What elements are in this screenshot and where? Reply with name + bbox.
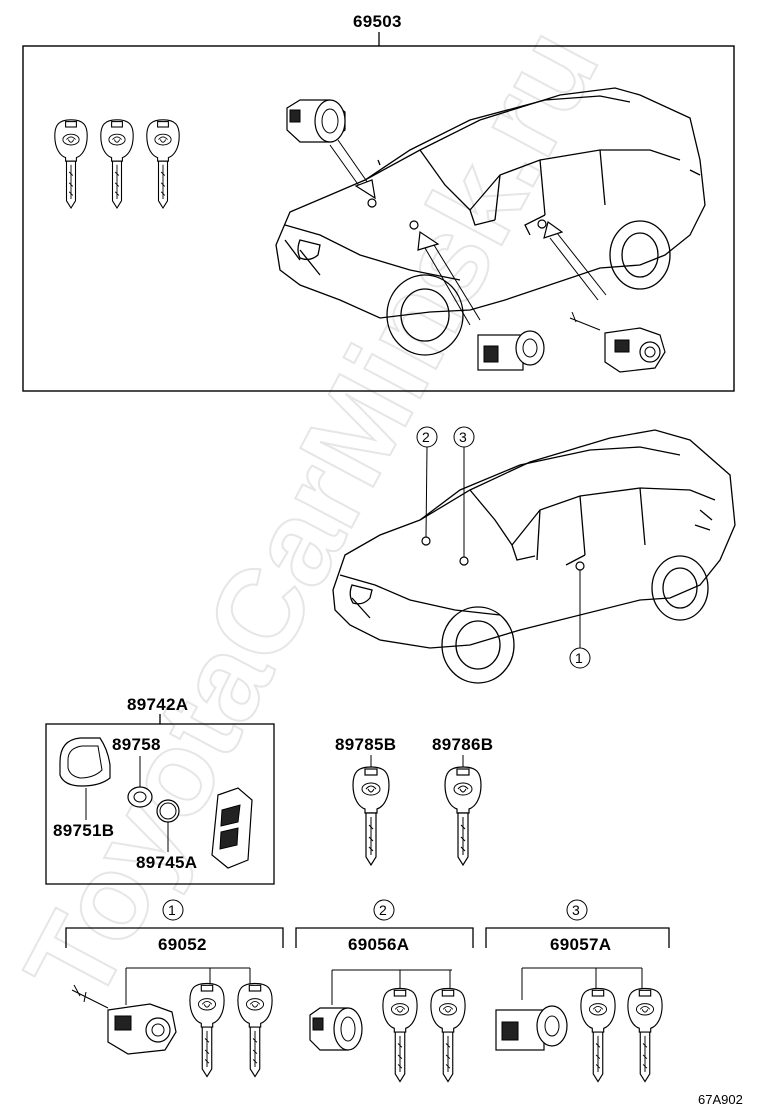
set-69503-frame	[22, 45, 735, 392]
key-icon[interactable]	[444, 766, 482, 866]
key-icon[interactable]	[430, 987, 466, 1083]
smart-key-fob[interactable]	[211, 787, 253, 869]
vehicle-illustration-middle	[332, 429, 736, 684]
lock-cylinder-glovebox[interactable]	[495, 1005, 568, 1051]
key-case-ring[interactable]	[127, 786, 153, 808]
door-lock-cylinder[interactable]	[71, 984, 177, 1055]
part-number-89745A[interactable]: 89745A	[136, 853, 197, 872]
leader-arrow	[417, 230, 481, 326]
part-number-69052[interactable]: 69052	[158, 935, 207, 954]
key-icon[interactable]	[352, 766, 390, 866]
key-icon[interactable]	[189, 982, 225, 1078]
lock-cylinder-hood[interactable]	[286, 99, 346, 143]
leader-arrow	[329, 139, 376, 200]
lock-cylinder-glovebox[interactable]	[477, 330, 545, 371]
battery-part[interactable]	[156, 799, 180, 823]
key-icon[interactable]	[627, 987, 663, 1083]
callout-2[interactable]: 2	[422, 429, 430, 445]
set-callout-1[interactable]: 1	[168, 902, 176, 918]
key-cover-part[interactable]	[59, 737, 111, 787]
key-icon[interactable]	[146, 119, 180, 209]
part-number-69503[interactable]: 69503	[353, 12, 402, 31]
watermark: ToyotaCarMinsk.ru	[0, 8, 624, 1023]
part-number-69057A[interactable]: 69057A	[550, 935, 611, 954]
door-lock-cylinder[interactable]	[569, 311, 666, 373]
smart-key-frame	[45, 723, 275, 885]
key-icon[interactable]	[54, 119, 88, 209]
set-callout-2[interactable]: 2	[379, 902, 387, 918]
key-icon[interactable]	[382, 987, 418, 1083]
part-number-89785B[interactable]: 89785B	[335, 735, 396, 754]
callout-1[interactable]: 1	[575, 650, 583, 666]
part-number-89758[interactable]: 89758	[112, 735, 161, 754]
lock-cylinder-hood[interactable]	[309, 1007, 363, 1051]
callout-3[interactable]: 3	[459, 429, 467, 445]
key-icon[interactable]	[237, 982, 273, 1078]
part-number-69056A[interactable]: 69056A	[348, 935, 409, 954]
part-number-89742A[interactable]: 89742A	[127, 695, 188, 714]
vehicle-illustration-top	[275, 87, 706, 356]
part-number-89751B[interactable]: 89751B	[53, 821, 114, 840]
key-icon[interactable]	[580, 987, 616, 1083]
drawing-code: 67A902	[698, 1092, 743, 1107]
key-icon[interactable]	[100, 119, 134, 209]
part-number-89786B[interactable]: 89786B	[432, 735, 493, 754]
leader-arrow	[543, 220, 607, 301]
set-callout-3[interactable]: 3	[572, 902, 580, 918]
